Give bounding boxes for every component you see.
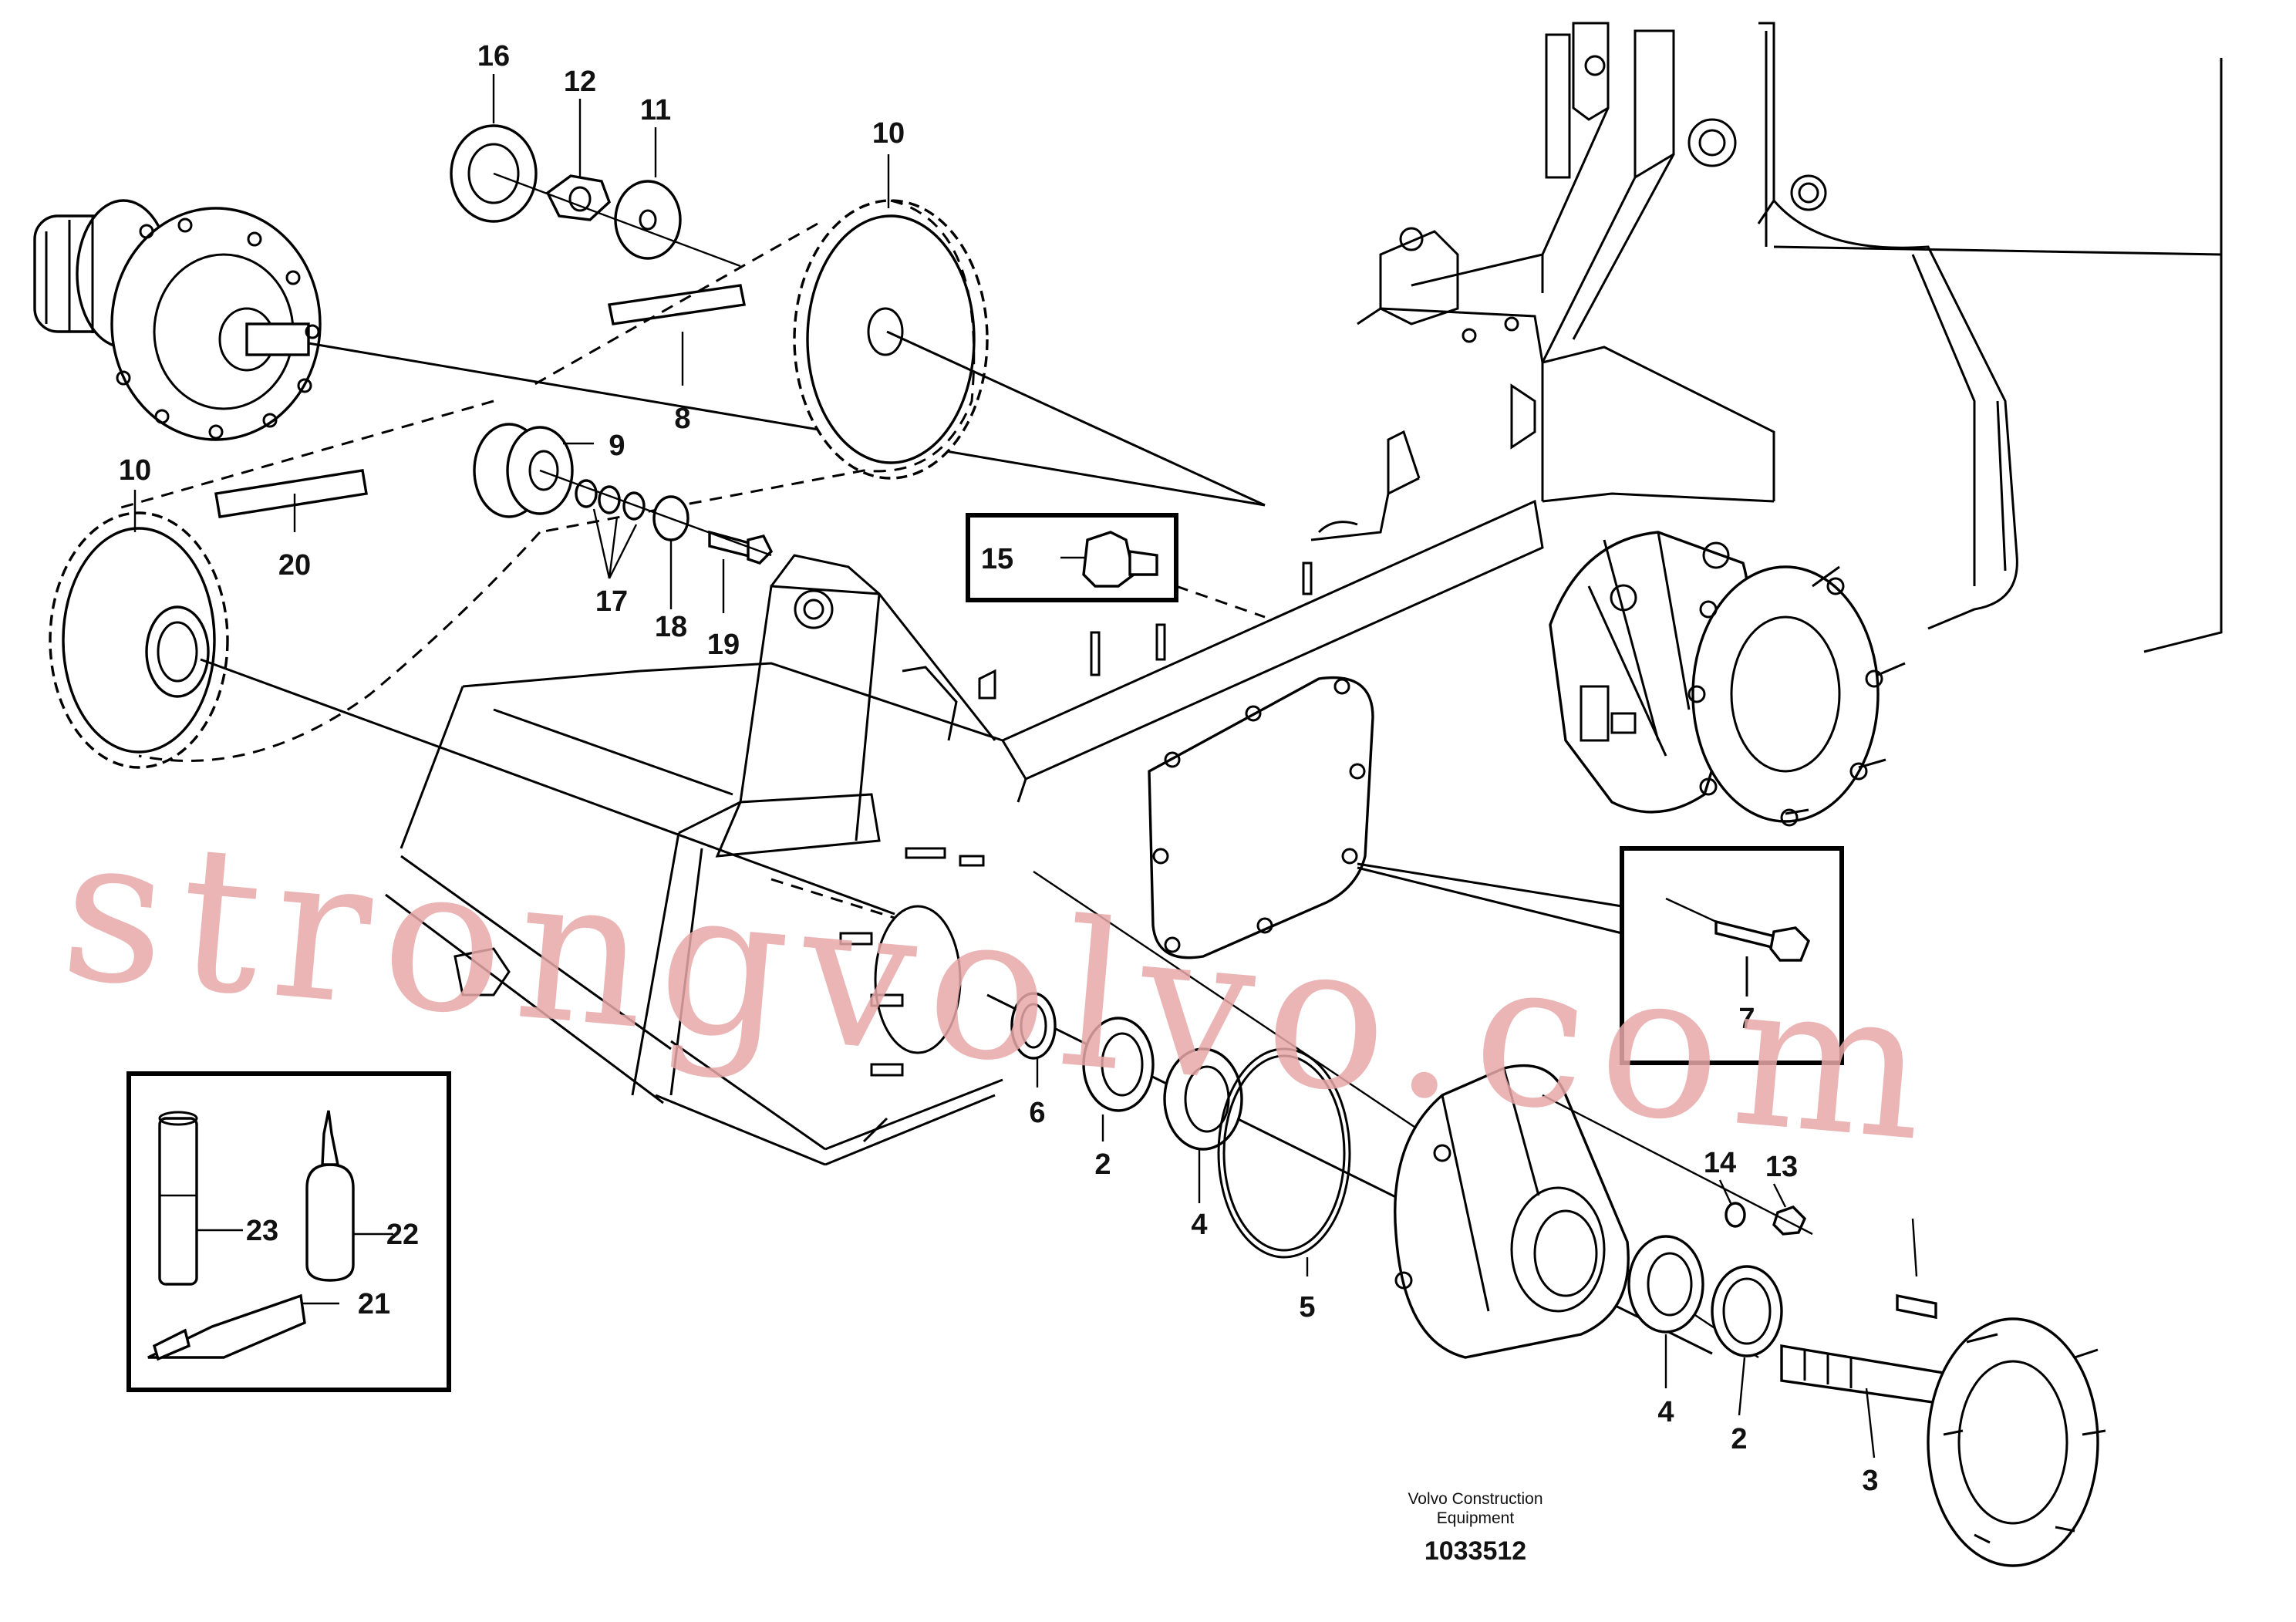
callout-11: 11 [640,94,671,126]
callout-14: 14 [1704,1147,1736,1179]
drive-sprocket [473,423,574,518]
footer-company-line2: Equipment [1437,1509,1515,1527]
footer: Volvo Construction Equipment 1033512 [1408,1490,1542,1566]
footer-company-line1: Volvo Construction [1408,1490,1542,1508]
callout-4-left: 4 [1191,1209,1207,1241]
callout-7: 7 [1738,1003,1755,1035]
upper-hardware [450,124,774,565]
callout-2-right: 2 [1731,1423,1747,1455]
upper-axle-housing [1549,531,1906,827]
callout-19: 19 [707,629,740,661]
callout-box-consumables [126,1071,451,1392]
callout-15: 15 [981,543,1013,575]
callout-12: 12 [564,66,596,98]
callout-10-upper: 10 [872,117,905,150]
callout-6: 6 [1029,1097,1045,1129]
callout-22: 22 [386,1219,419,1251]
callout-13: 13 [1765,1151,1798,1183]
callout-2-left: 2 [1094,1148,1111,1181]
callout-3: 3 [1862,1465,1878,1497]
leader-lines [133,74,1876,1458]
access-cover [1148,676,1374,959]
callout-17: 17 [595,585,628,618]
callout-4-right: 4 [1657,1396,1674,1428]
upper-sprocket [793,199,1266,507]
callout-21: 21 [358,1288,390,1320]
chains [115,199,976,762]
callout-23: 23 [246,1215,278,1247]
callout-9: 9 [609,430,625,462]
callout-20: 20 [278,549,311,582]
callout-10-lower: 10 [119,454,151,487]
callout-18: 18 [655,611,687,643]
loader-frame [1357,22,2223,653]
callout-5: 5 [1299,1291,1315,1324]
lower-exploded-parts [770,871,2106,1567]
callout-labels: 16 12 11 10 9 8 10 20 17 18 19 15 7 6 2 … [119,40,1879,1497]
hydraulic-motor [33,199,1266,507]
drawing-number: 1033512 [1424,1536,1526,1566]
drive-housing [385,430,1544,1166]
callout-16: 16 [477,40,510,73]
callout-box-7 [1357,846,1844,1065]
callout-box-15 [966,513,1266,619]
callout-8: 8 [674,403,690,435]
lower-sprocket [49,511,895,916]
